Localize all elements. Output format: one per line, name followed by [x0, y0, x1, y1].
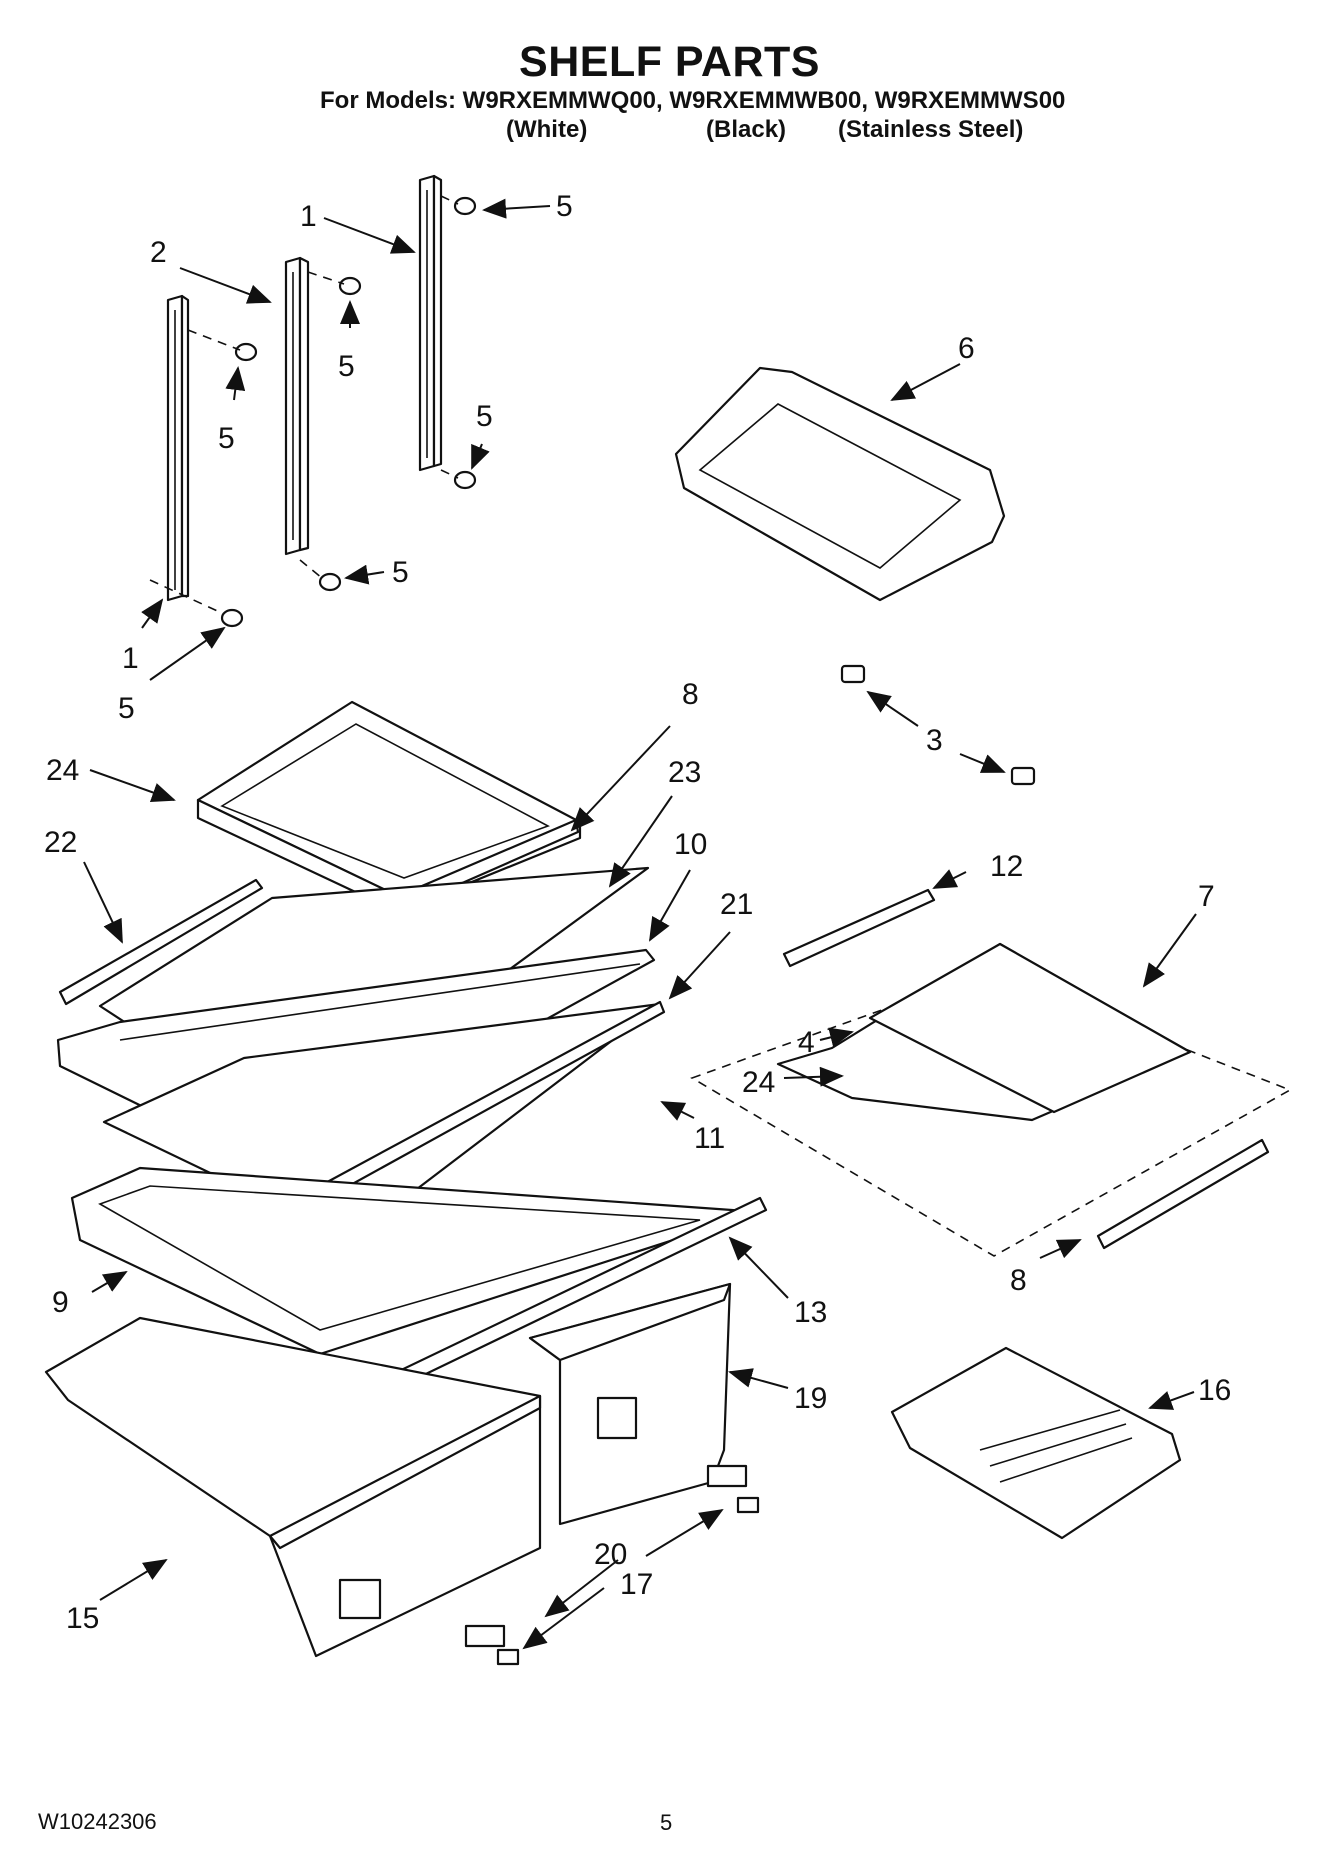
callout-24-right: 24 — [742, 1066, 775, 1099]
callout-3: 3 — [926, 724, 943, 757]
variant-black: (Black) — [706, 116, 787, 143]
callout-21: 21 — [720, 888, 753, 921]
callout-8-upper: 8 — [682, 678, 699, 711]
callout-5-bottom: 5 — [118, 692, 135, 725]
page-title: SHELF PARTS — [519, 38, 820, 86]
right-shelf-assembly — [690, 888, 1292, 1257]
callout-19: 19 — [794, 1382, 827, 1415]
screw-set — [149, 195, 477, 628]
variant-stainless: (Stainless Steel) — [838, 116, 1024, 143]
callout-7: 7 — [1198, 880, 1215, 913]
drawer-brackets — [464, 1464, 760, 1666]
document-number: W10242306 — [38, 1809, 157, 1834]
callout-8-lower: 8 — [1010, 1264, 1027, 1297]
callout-4: 4 — [798, 1026, 815, 1059]
deli-drawer — [890, 1346, 1182, 1540]
callout-5-left: 5 — [218, 422, 235, 455]
callout-5-middle: 5 — [338, 350, 355, 383]
callout-11: 11 — [694, 1122, 725, 1155]
crisper-cover — [70, 1166, 762, 1356]
callout-2: 2 — [150, 236, 167, 269]
callout-20: 20 — [594, 1538, 627, 1571]
shelf-clips — [840, 664, 1036, 786]
crisper-drawer-left — [44, 1316, 542, 1658]
callout-24-upper: 24 — [46, 754, 79, 787]
callout-12: 12 — [990, 850, 1023, 883]
leader-lines — [83, 198, 1197, 1650]
callout-5-lower: 5 — [392, 556, 409, 589]
callout-16: 16 — [1198, 1374, 1231, 1407]
callout-22: 22 — [44, 826, 77, 859]
page-number: 5 — [660, 1810, 673, 1835]
callout-6: 6 — [958, 332, 975, 365]
callout-10: 10 — [674, 828, 707, 861]
crisper-drawer-right — [528, 1282, 732, 1526]
shelf-ladder-left — [166, 294, 190, 602]
callout-23: 23 — [668, 756, 701, 789]
callout-1-bottom: 1 — [122, 642, 139, 675]
end-cap-right-lower — [1096, 1138, 1270, 1250]
trim-left — [58, 878, 264, 1006]
callout-17: 17 — [620, 1568, 653, 1601]
callout-5-top: 5 — [556, 190, 573, 223]
variant-white: (White) — [506, 116, 588, 143]
callout-labels: 1 2 5 5 1 5 5 5 5 6 8 3 24 23 10 22 21 1… — [44, 190, 1231, 1635]
shelf-ladder-right — [418, 174, 443, 472]
callout-9: 9 — [52, 1286, 69, 1319]
crisper-bin-upper — [674, 366, 1006, 602]
callout-1-top: 1 — [300, 200, 317, 233]
models-line: For Models: W9RXEMMWQ00, W9RXEMMWB00, W9… — [320, 87, 1066, 114]
end-cap-right-upper — [782, 888, 936, 968]
callout-13: 13 — [794, 1296, 827, 1329]
callout-5-right: 5 — [476, 400, 493, 433]
callout-15: 15 — [66, 1602, 99, 1635]
shelf-ladder-middle — [284, 256, 310, 556]
